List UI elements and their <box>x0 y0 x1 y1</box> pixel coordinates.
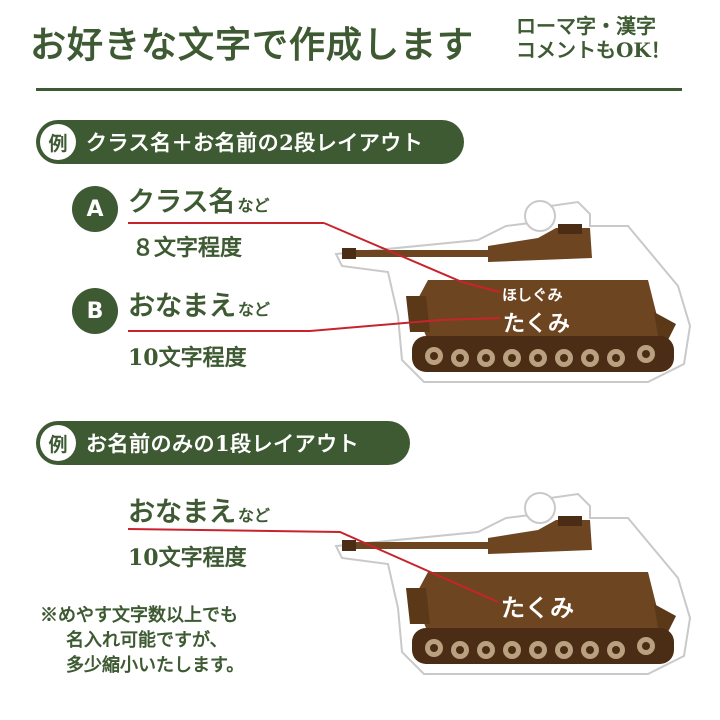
field-a-label-text: クラス名 <box>128 187 236 218</box>
field-b-limit: 10文字程度 <box>128 345 247 371</box>
field-b-underline <box>128 330 310 332</box>
footnote-line2: 名入れ可能ですが、 <box>66 630 228 651</box>
page-title: お好きな文字で作成します <box>30 24 475 66</box>
field-a-label: クラス名など <box>128 180 269 219</box>
header-note: ローマ字・漢字 コメントもOK！ <box>516 14 696 62</box>
header-note-line2: コメントもOK！ <box>516 38 671 62</box>
footnote: ※めやす文字数以上でも 名入れ可能ですが、 多少縮小いたします。 <box>40 603 244 678</box>
field-b-label-suffix: など <box>238 300 271 319</box>
example1-banner: 例 クラス名＋お名前の2段レイアウト <box>36 120 464 164</box>
field-b-label-text: おなまえ <box>128 291 236 322</box>
tank-keychain-one-line <box>334 492 692 675</box>
field-a-label-suffix: など <box>237 196 270 215</box>
sample-name-text-2: たくみ <box>501 594 574 622</box>
field-a-underline <box>128 222 324 224</box>
field-name-label-suffix: など <box>238 506 271 525</box>
footnote-line1: ※めやす文字数以上でも <box>40 605 238 626</box>
field-a-limit: ８文字程度 <box>132 235 243 261</box>
keyring-hole <box>524 492 556 524</box>
header-note-line1: ローマ字・漢字 <box>516 14 656 38</box>
field-b-marker: B <box>72 288 118 334</box>
example2-title: お名前のみの1段レイアウト <box>86 431 360 456</box>
field-name-label-text: おなまえ <box>128 497 236 528</box>
sample-class-text: ほしぐみ <box>502 286 563 304</box>
footnote-line3: 多少縮小いたします。 <box>66 655 245 676</box>
example1-title: クラス名＋お名前の2段レイアウト <box>86 130 424 155</box>
example2-banner: 例 お名前のみの1段レイアウト <box>36 421 410 465</box>
sample-name-text-1: たくみ <box>503 312 570 337</box>
field-b-label: おなまえなど <box>128 284 270 323</box>
example1-badge: 例 <box>40 124 76 160</box>
field-a-marker: A <box>72 186 118 232</box>
header-divider <box>36 88 682 91</box>
field-name-label: おなまえなど <box>128 490 270 529</box>
example2-badge: 例 <box>40 425 76 461</box>
field-name-limit: 10文字程度 <box>128 545 247 571</box>
keyring-hole <box>524 200 556 232</box>
